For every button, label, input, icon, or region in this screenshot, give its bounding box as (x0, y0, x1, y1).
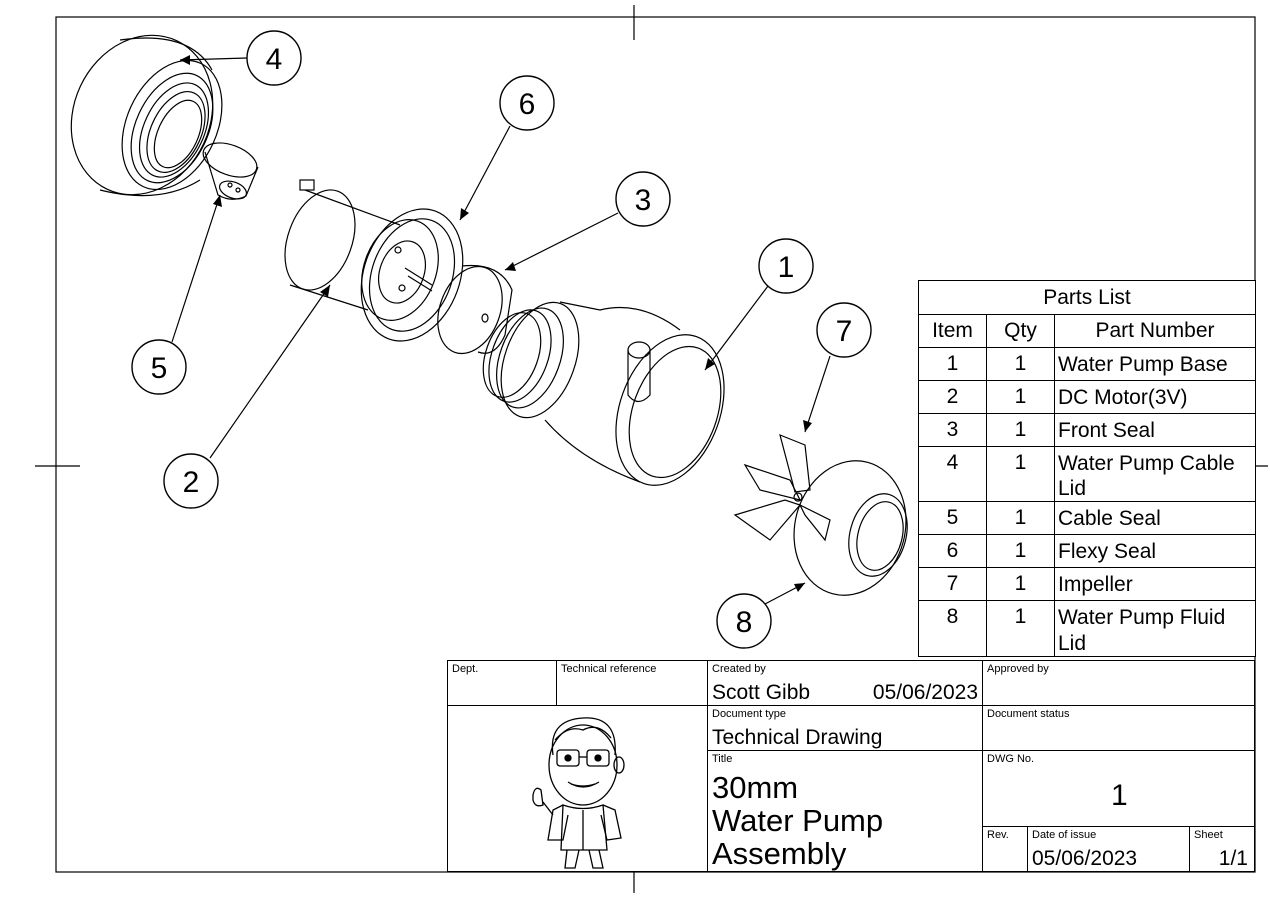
qty-cell: 1 (986, 534, 1055, 569)
approved-by-cell: Approved by (982, 660, 1255, 706)
sheet-label: Sheet (1194, 829, 1223, 841)
sheet-cell: Sheet 1/1 (1189, 826, 1255, 872)
title-label: Title (712, 753, 733, 765)
balloon-5-circle (131, 339, 187, 395)
balloon-2-circle (163, 453, 219, 509)
item-cell: 8 (918, 600, 987, 657)
date-of-issue-cell: Date of issue 05/06/2023 (1027, 826, 1190, 872)
qty-cell: 1 (986, 445, 1055, 503)
dwg-no-value: 1 (1111, 779, 1128, 812)
date-of-issue-label: Date of issue (1032, 829, 1097, 841)
sheet-value: 1/1 (1218, 847, 1248, 870)
part-number-cell: Water Pump Fluid Lid (1054, 600, 1256, 657)
date-of-issue-value: 05/06/2023 (1032, 847, 1138, 870)
title-line-2: Water Pump (712, 803, 884, 838)
doc-type-value: Technical Drawing (712, 726, 883, 749)
part-2-dc-motor (284, 179, 439, 321)
column-header-part-number: Part Number (1054, 314, 1256, 348)
parts-list-title: Parts List (918, 280, 1256, 315)
balloon-label: 7 (836, 315, 853, 348)
part-number-cell: Water Pump Base (1054, 347, 1256, 381)
part-6-flexy-seal (360, 208, 464, 342)
dept-label: Dept. (452, 663, 479, 675)
item-cell: 5 (918, 501, 987, 536)
item-cell: 4 (918, 445, 987, 503)
qty-cell: 1 (986, 600, 1055, 657)
balloon-label: 4 (266, 43, 283, 76)
item-cell: 3 (918, 413, 987, 447)
doc-status-cell: Document status (982, 705, 1255, 751)
qty-cell: 1 (986, 347, 1055, 381)
item-cell: 7 (918, 567, 987, 602)
part-4-cable-lid (70, 34, 223, 197)
item-cell: 6 (918, 534, 987, 569)
rev-label: Rev. (987, 829, 1009, 841)
tech-ref-cell: Technical reference (556, 660, 708, 706)
title-cell: Title 30mm Water Pump Assembly (707, 750, 983, 872)
column-header-item: Item (918, 314, 987, 348)
tech-ref-label: Technical reference (561, 663, 657, 675)
part-1-pump-base (482, 301, 725, 486)
item-cell: 1 (918, 347, 987, 381)
part-number-cell: Water Pump Cable Lid (1054, 445, 1256, 503)
created-by-value: Scott Gibb (712, 681, 811, 704)
logo-cell (447, 705, 708, 872)
part-8-fluid-lid (793, 460, 908, 596)
column-header-qty: Qty (986, 314, 1055, 348)
balloon-4-circle (246, 30, 302, 86)
balloon-label: 6 (519, 88, 536, 121)
balloon-label: 1 (778, 251, 795, 284)
created-date-value: 05/06/2023 (872, 681, 978, 704)
leader-lines (171, 57, 831, 605)
title-line-3: Assembly (712, 836, 847, 871)
rev-cell: Rev. (982, 826, 1028, 872)
dwg-no-label: DWG No. (987, 753, 1035, 765)
balloon-8-circle (716, 593, 772, 649)
title-line-1: 30mm (712, 770, 799, 805)
part-number-cell: Front Seal (1054, 413, 1256, 447)
balloon-3-circle (615, 171, 671, 227)
dwg-no-cell: DWG No. 1 (982, 750, 1255, 827)
balloon-7-circle (816, 302, 872, 358)
part-number-cell: Flexy Seal (1054, 534, 1256, 569)
doc-status-label: Document status (987, 708, 1070, 720)
qty-cell: 1 (986, 567, 1055, 602)
qty-cell: 1 (986, 501, 1055, 536)
dept-cell: Dept. (447, 660, 557, 706)
part-5-cable-seal (202, 142, 259, 200)
balloon-label: 3 (635, 184, 652, 217)
cartoon-avatar-logo (532, 717, 625, 869)
balloon-label: 2 (183, 466, 200, 499)
part-number-cell: Cable Seal (1054, 501, 1256, 536)
balloon-1-circle (758, 238, 814, 294)
part-7-impeller (733, 434, 831, 542)
created-by-cell: Created by Scott Gibb 05/06/2023 (707, 660, 983, 706)
doc-type-cell: Document type Technical Drawing (707, 705, 983, 751)
part-3-front-seal (437, 264, 513, 355)
balloon-6-circle (499, 75, 555, 131)
doc-type-label: Document type (712, 708, 786, 720)
qty-cell: 1 (986, 380, 1055, 414)
created-by-label: Created by (712, 663, 766, 675)
approved-by-label: Approved by (987, 663, 1049, 675)
leader-arrowheads (180, 55, 812, 592)
part-number-cell: DC Motor(3V) (1054, 380, 1256, 414)
balloon-label: 5 (151, 352, 168, 385)
qty-cell: 1 (986, 413, 1055, 447)
item-cell: 2 (918, 380, 987, 414)
balloon-label: 8 (736, 606, 753, 639)
part-number-cell: Impeller (1054, 567, 1256, 602)
